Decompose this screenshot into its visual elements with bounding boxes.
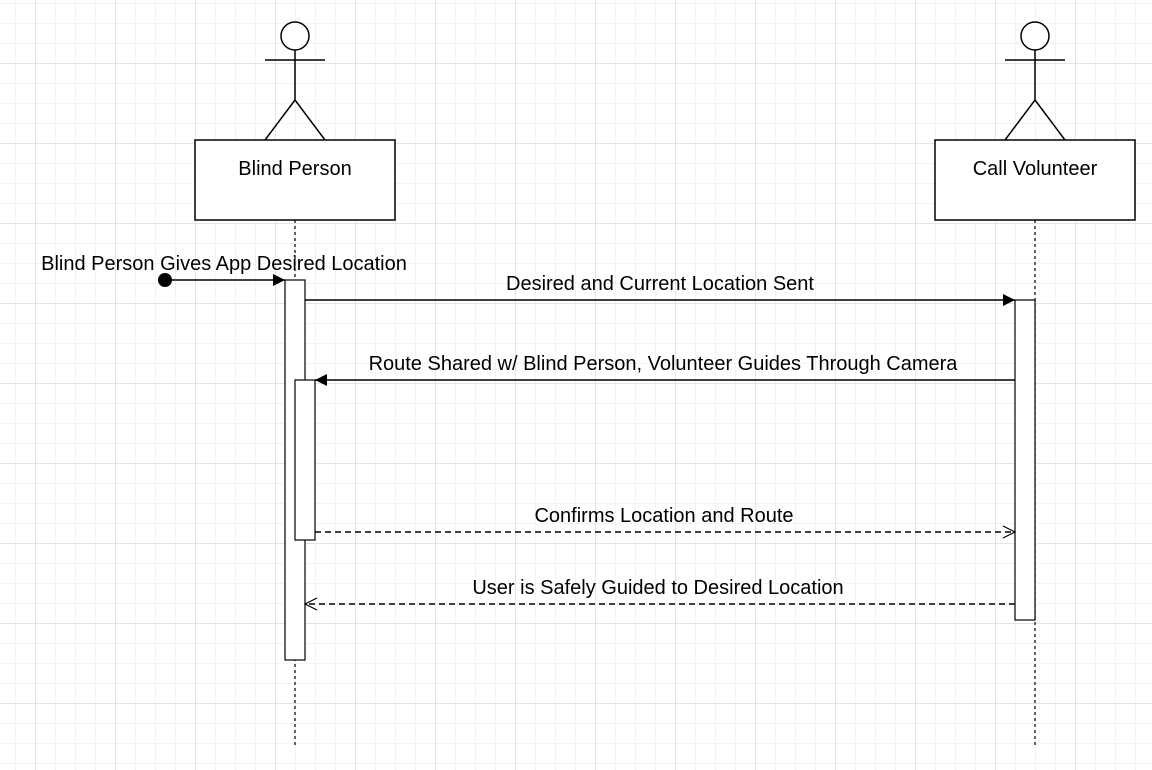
message-sync[interactable]: Route Shared w/ Blind Person, Volunteer … <box>315 353 1015 386</box>
message-sync[interactable]: Desired and Current Location Sent <box>305 273 1015 306</box>
message-label: User is Safely Guided to Desired Locatio… <box>472 577 843 599</box>
lifeline-head-box <box>194 139 396 221</box>
message-reply[interactable]: Confirms Location and Route <box>315 505 1015 532</box>
stick-figure-icon <box>264 21 326 141</box>
actor-label: Blind Person <box>238 158 351 180</box>
activation-bar[interactable] <box>294 379 316 541</box>
actor-label: Call Volunteer <box>973 158 1098 180</box>
activation-bar[interactable] <box>1014 299 1036 621</box>
lifeline-head-box <box>934 139 1136 221</box>
message-label: Confirms Location and Route <box>534 505 793 527</box>
stick-figure-icon <box>1004 21 1066 141</box>
message-label: Route Shared w/ Blind Person, Volunteer … <box>369 353 959 375</box>
actor-call-volunteer[interactable]: Call Volunteer <box>934 21 1136 221</box>
message-label: Desired and Current Location Sent <box>506 273 814 295</box>
message-reply[interactable]: User is Safely Guided to Desired Locatio… <box>305 577 1015 604</box>
message-label: Blind Person Gives App Desired Location <box>41 253 407 275</box>
message-found[interactable]: Blind Person Gives App Desired Location <box>41 253 407 287</box>
actor-blind-person[interactable]: Blind Person <box>194 21 396 221</box>
